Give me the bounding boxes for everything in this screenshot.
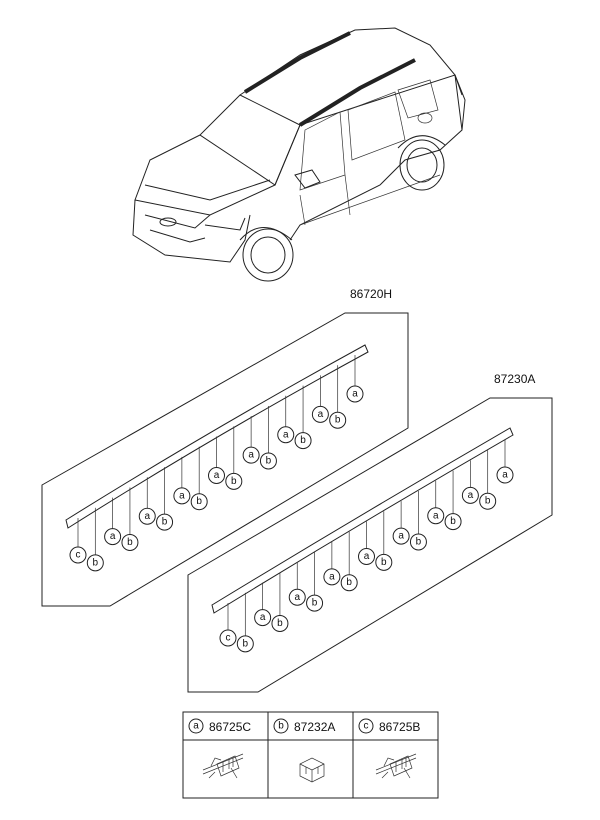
clip-bubble-letter: b xyxy=(381,557,387,568)
clip-bubble-letter: a xyxy=(468,490,474,501)
clip-bubble xyxy=(225,472,243,490)
clip-bubble xyxy=(236,635,254,653)
legend-letter-a: a xyxy=(193,721,199,732)
clip-bubble-letter: b xyxy=(93,557,99,568)
clip-bubble-letter: b xyxy=(300,435,306,446)
upper-part-number: 86720H xyxy=(350,287,392,301)
clip-icon xyxy=(375,753,417,779)
clip-bubble xyxy=(156,513,174,531)
clip-bubble xyxy=(323,568,341,586)
clip-bubble xyxy=(271,614,289,632)
clip-bubble xyxy=(311,405,329,423)
legend-cell-a: a 86725C xyxy=(188,718,251,779)
clip-bubble-letter: b xyxy=(243,638,249,649)
legend-code-b: 87232A xyxy=(294,720,335,734)
fastener-icon xyxy=(299,757,325,783)
clip-bubble xyxy=(69,546,87,564)
clip-bubble xyxy=(306,594,324,612)
lower-part-frame xyxy=(187,397,553,693)
clip-bubble-letter: b xyxy=(231,476,237,487)
lower-roof-rail-molding xyxy=(211,427,514,614)
vehicle-illustration xyxy=(132,27,466,282)
clip-bubble xyxy=(121,533,139,551)
clip-bubble xyxy=(496,466,514,484)
clip-bubble-letter: b xyxy=(346,577,352,588)
clip-bubble xyxy=(277,426,295,444)
clip-bubble-letter: a xyxy=(318,409,324,420)
lower-part-number: 87230A xyxy=(494,372,535,386)
clip-bubble xyxy=(259,452,277,470)
clip-bubble-letter: a xyxy=(352,389,358,400)
legend-table: a 86725C b 87232A c 86725B xyxy=(182,711,439,799)
clip-bubble-letter: a xyxy=(179,490,185,501)
legend-cell-c: c 86725B xyxy=(358,718,420,779)
clip-bubble-letter: c xyxy=(76,550,81,561)
clip-bubble xyxy=(444,513,462,531)
clip-bubble-letter: a xyxy=(433,510,439,521)
clip-bubble-letter: b xyxy=(127,537,133,548)
clip-bubble xyxy=(375,553,393,571)
clip-bubble xyxy=(254,609,272,627)
clip-bubble xyxy=(242,446,260,464)
clip-bubble xyxy=(288,588,306,606)
clip-bubble xyxy=(392,527,410,545)
clip-bubble-letter: c xyxy=(226,633,231,644)
clip-bubble xyxy=(190,493,208,511)
clip-bubble xyxy=(358,548,375,565)
clip-bubble-letter: a xyxy=(329,571,335,582)
legend-letter-c: c xyxy=(364,721,369,732)
legend-code-a: 86725C xyxy=(209,720,251,734)
legend-letter-b: b xyxy=(278,721,284,732)
clip-bubble-letter: b xyxy=(335,415,341,426)
clip-bubble-letter: a xyxy=(248,450,254,461)
clip-bubble xyxy=(340,574,358,592)
clip-bubble xyxy=(479,492,497,510)
clip-bubble xyxy=(461,486,479,504)
clip-bubble-letter: a xyxy=(502,470,508,481)
clip-bubble xyxy=(346,385,364,403)
clip-bubble xyxy=(104,528,122,546)
clip-bubble-letter: b xyxy=(450,516,456,527)
clip-bubble xyxy=(173,487,191,505)
legend-code-c: 86725B xyxy=(379,720,420,734)
clip-icon xyxy=(202,753,244,779)
clip-bubble-letter: a xyxy=(364,551,370,562)
clip-bubble-letter: b xyxy=(277,618,283,629)
clip-bubble-letter: b xyxy=(162,517,168,528)
clip-bubble-letter: a xyxy=(144,511,150,522)
clip-bubble xyxy=(138,507,156,525)
clip-bubble-letter: b xyxy=(485,496,491,507)
clip-bubble-letter: b xyxy=(196,496,202,507)
clip-bubble xyxy=(294,432,312,450)
clip-bubble-letter: a xyxy=(398,531,404,542)
clip-bubble-letter: a xyxy=(260,612,266,623)
clip-bubble-letter: a xyxy=(283,429,289,440)
upper-roof-rail-molding xyxy=(65,344,369,529)
legend-cell-b: b 87232A xyxy=(273,718,335,783)
clip-bubble xyxy=(427,507,445,525)
clip-bubble xyxy=(86,554,104,572)
clip-bubble-letter: a xyxy=(214,470,220,481)
clip-bubble-letter: b xyxy=(312,598,318,609)
clip-bubble xyxy=(409,533,427,551)
clip-bubble xyxy=(219,629,237,647)
clip-bubble-letter: a xyxy=(110,531,116,542)
clip-bubble-letter: b xyxy=(266,455,272,466)
clip-bubble xyxy=(208,467,225,484)
clip-bubble xyxy=(329,411,347,429)
clip-bubble-letter: b xyxy=(416,536,422,547)
clip-bubble-letter: a xyxy=(294,592,300,603)
